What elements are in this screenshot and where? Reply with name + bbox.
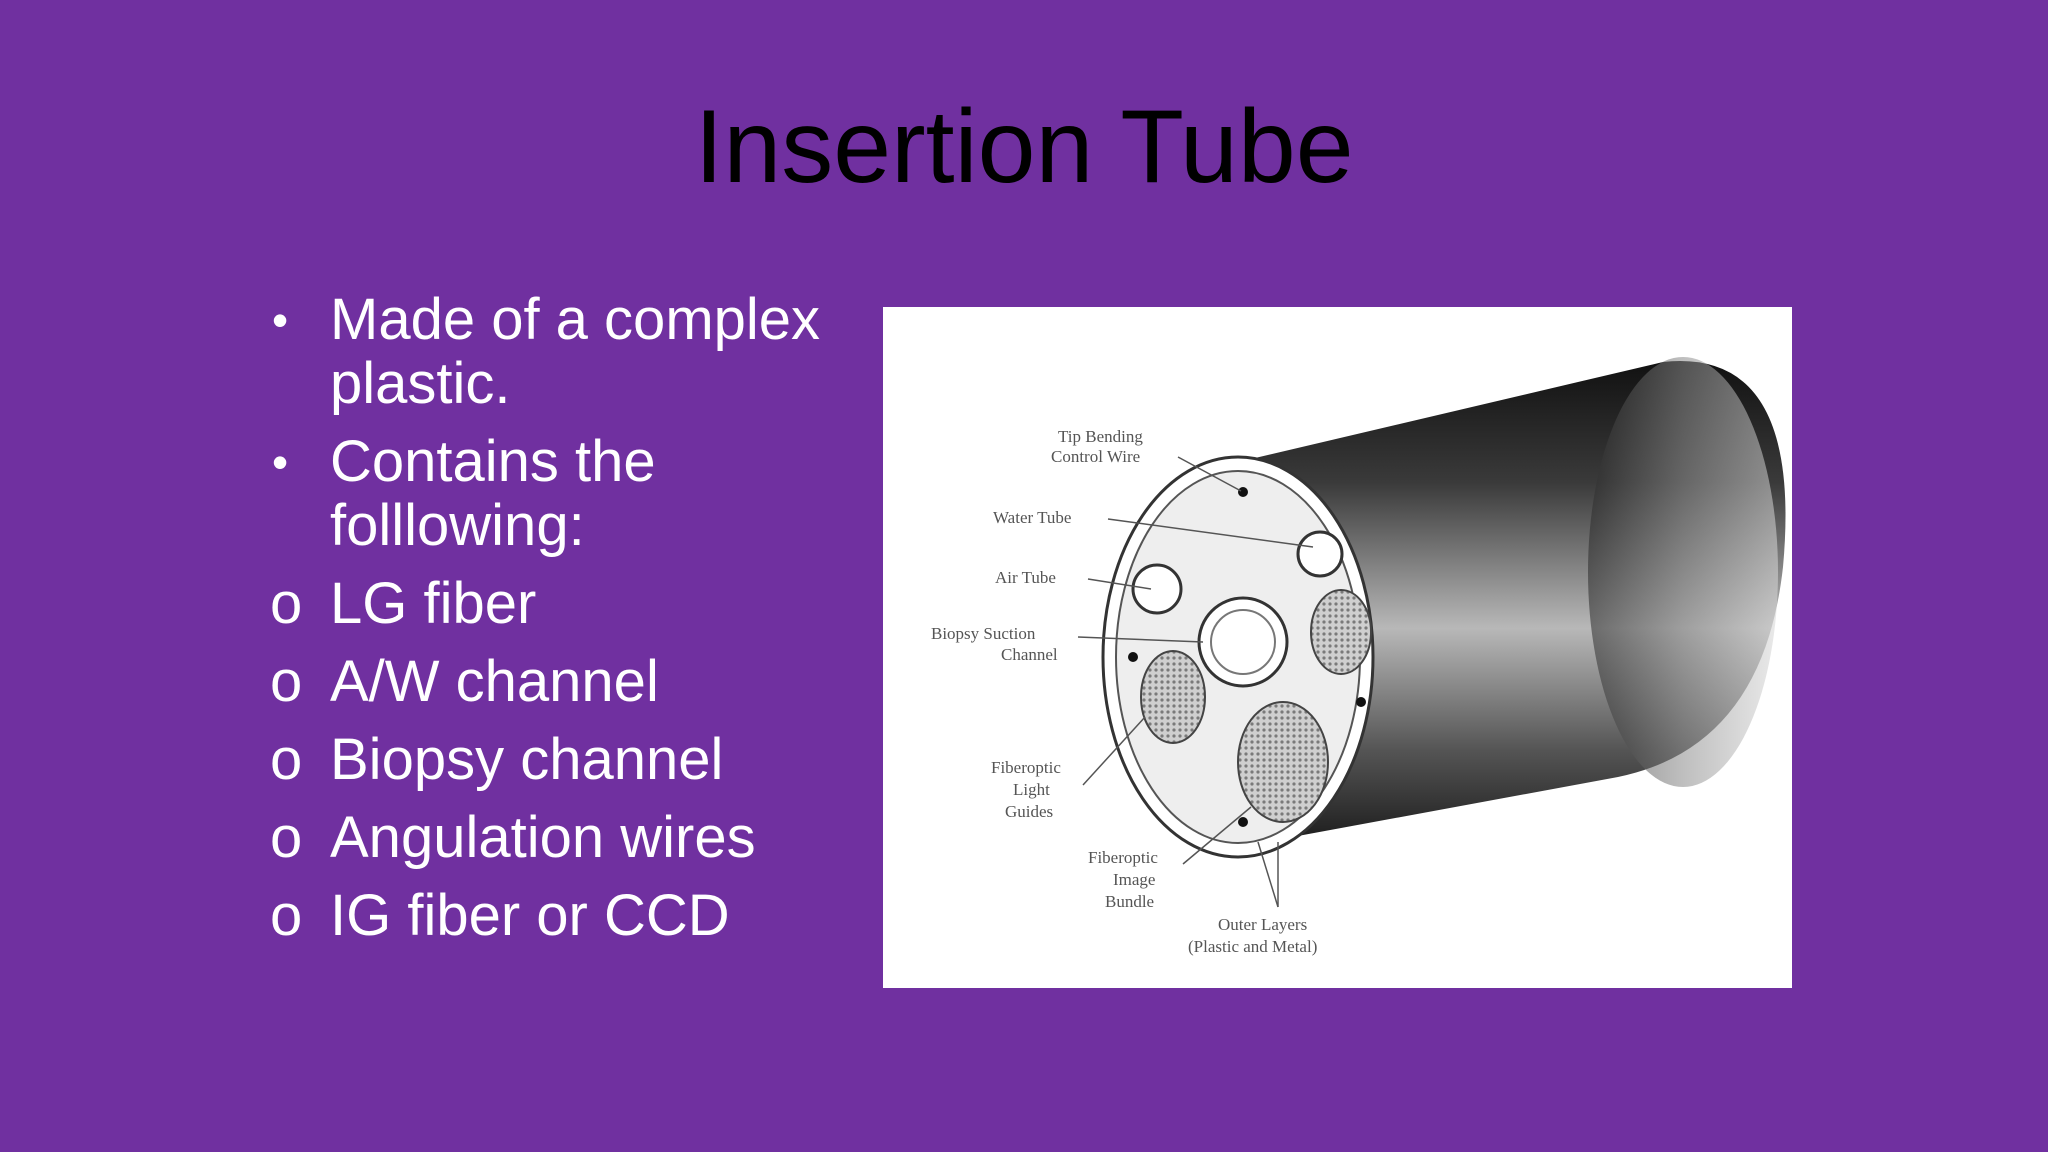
callout-outer-layers: Outer Layers [1218,915,1307,934]
callout-biopsy: Biopsy Suction [931,624,1036,643]
bullet-list: • Made of a complex plastic. • Contains … [270,288,870,962]
sub-bullet-marker: o [270,883,303,948]
insertion-tube-diagram: Tip Bending Control Wire Water Tube Air … [883,307,1792,988]
insertion-tube-illustration: Tip Bending Control Wire Water Tube Air … [931,357,1786,956]
callout-tip-bending: Tip Bending [1058,427,1143,446]
callout-image-bundle: Bundle [1105,892,1154,911]
callout-lines [1077,456,1314,908]
bullet-marker: • [272,294,289,346]
sub-bullet-text: A/W channel [330,649,659,714]
sub-bullet-item: o A/W channel [270,650,870,714]
tube-body [1238,357,1786,847]
bullet-item: • Made of a complex plastic. [270,288,870,416]
bullet-item: • Contains the folllowing: [270,430,870,558]
sub-bullet-text: Biopsy channel [330,727,724,792]
callout-labels: Tip Bending Control Wire Water Tube Air … [931,427,1317,956]
callout-biopsy: Channel [1001,645,1058,664]
callout-outer-layers: (Plastic and Metal) [1188,937,1317,956]
bullet-text: Made of a complex plastic. [330,287,821,416]
callout-image-bundle: Fiberoptic [1088,848,1158,867]
tube-cross-section [1101,455,1375,859]
sub-bullet-item: o IG fiber or CCD [270,884,870,948]
sub-bullet-marker: o [270,649,303,714]
sub-bullet-marker: o [270,571,303,636]
callout-image-bundle: Image [1113,870,1155,889]
bullet-text: Contains the folllowing: [330,429,656,558]
sub-bullet-item: o Angulation wires [270,806,870,870]
sub-bullet-item: o Biopsy channel [270,728,870,792]
callout-light-guides: Guides [1005,802,1053,821]
bullet-marker: • [272,436,289,488]
callout-light-guides: Light [1013,780,1050,799]
sub-bullet-item: o LG fiber [270,572,870,636]
sub-bullet-text: Angulation wires [330,805,756,870]
callout-light-guides: Fiberoptic [991,758,1061,777]
sub-bullet-text: IG fiber or CCD [330,883,730,948]
callout-water-tube: Water Tube [993,508,1071,527]
callout-tip-bending: Control Wire [1051,447,1140,466]
sub-bullet-text: LG fiber [330,571,537,636]
callout-air-tube: Air Tube [995,568,1056,587]
sub-bullet-marker: o [270,727,303,792]
sub-bullet-marker: o [270,805,303,870]
slide-title: Insertion Tube [694,89,1354,205]
